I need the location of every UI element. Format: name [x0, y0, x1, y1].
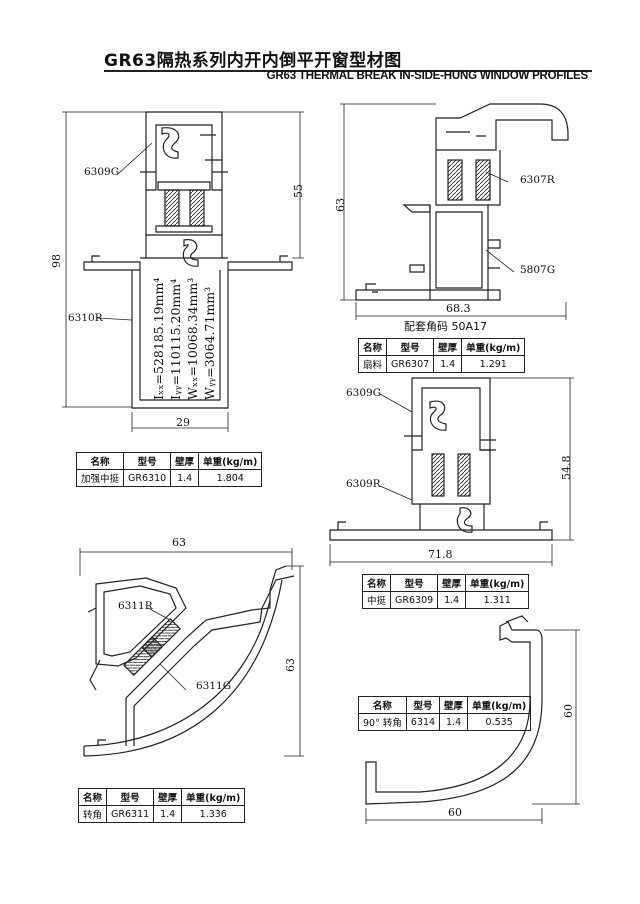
col-name: 名称: [357, 338, 388, 356]
col-thickness: 壁厚: [437, 574, 467, 592]
cell: 加强中挺: [75, 469, 125, 487]
dimension-55: 55: [292, 184, 305, 198]
cell: 1.4: [433, 355, 463, 373]
title-rule: [104, 70, 592, 72]
dimension-lines-6314: [365, 629, 580, 824]
dimension-54-8: 54.8: [560, 455, 573, 481]
col-name: 名称: [75, 452, 125, 470]
label-6310r: 6310R: [68, 312, 103, 324]
cell: 1.4: [439, 713, 469, 731]
cell: 中挺: [361, 591, 392, 609]
col-weight: 单重(kg/m): [461, 338, 526, 356]
dimension-71-8: 71.8: [428, 548, 453, 561]
page-title: GR63隔热系列内开内倒平开窗型材图: [104, 51, 402, 71]
section-properties: Iₓₓ=528185.19mm⁴ Iᵧᵧ=110115.20mm⁴ Wₓₓ=10…: [150, 278, 218, 400]
dimension-68-3: 68.3: [446, 302, 471, 315]
label-6311g: 6311G: [196, 680, 232, 692]
col-thickness: 壁厚: [170, 452, 200, 470]
dimension-lines-mid-right: [329, 377, 574, 566]
label-6311r: 6311R: [118, 600, 153, 612]
cell: 1.311: [465, 591, 530, 609]
col-thickness: 壁厚: [433, 338, 463, 356]
cell: 1.336: [181, 805, 246, 823]
col-model: 型号: [123, 452, 172, 470]
wxx-value: Wₓₓ=10068.34mm³: [185, 277, 200, 400]
label-6307r: 6307R: [520, 174, 555, 186]
col-model: 型号: [405, 696, 441, 714]
col-thickness: 壁厚: [153, 788, 183, 806]
dimension-63-top-right: 63: [334, 198, 347, 212]
cell: 0.535: [467, 713, 532, 731]
dimension-60-width: 60: [448, 806, 462, 819]
label-5807g: 5807G: [520, 264, 556, 276]
cell: GR6307: [386, 355, 435, 373]
col-name: 名称: [361, 574, 392, 592]
cell: GR6309: [390, 591, 439, 609]
label-6309g-top: 6309G: [84, 166, 120, 178]
dimension-60-height: 60: [562, 704, 575, 718]
col-thickness: 壁厚: [439, 696, 469, 714]
cell: 扇料: [357, 355, 388, 373]
cell: 6314: [405, 713, 441, 731]
label-6309g-right: 6309G: [346, 387, 382, 399]
page-subtitle: GR63 THERMAL BREAK IN-SIDE-HUNG WINDOW P…: [266, 70, 589, 82]
wyy-value: Wᵧᵧ=3064.71mm³: [202, 286, 217, 400]
profile-6310-drawing: [83, 111, 293, 409]
cell: 1.4: [170, 469, 200, 487]
ixx-value: Iₓₓ=528185.19mm⁴: [151, 277, 166, 400]
col-name: 名称: [358, 696, 407, 714]
label-6309r: 6309R: [346, 478, 381, 490]
dimension-63-corner-width: 63: [172, 536, 186, 549]
dimension-29: 29: [176, 416, 190, 429]
col-weight: 单重(kg/m): [467, 696, 532, 714]
dimension-lines-top-right: [340, 103, 567, 320]
col-name: 名称: [77, 788, 108, 806]
iyy-value: Iᵧᵧ=110115.20mm⁴: [168, 278, 183, 400]
cell: 1.4: [153, 805, 183, 823]
cell: 1.291: [461, 355, 526, 373]
profile-6311-drawing: [83, 565, 295, 757]
cell: GR6310: [123, 469, 172, 487]
dimension-lines-left: [62, 111, 304, 432]
dimension-63-corner-height: 63: [284, 658, 297, 672]
profile-6307-drawing: [355, 103, 569, 301]
cell: 转角: [77, 805, 108, 823]
dimension-98: 98: [50, 254, 63, 268]
cell: 1.4: [437, 591, 467, 609]
profile-6314-drawing: [365, 615, 543, 805]
dimension-lines-corner: [79, 548, 304, 757]
col-model: 型号: [106, 788, 155, 806]
cell: 1.804: [198, 469, 263, 487]
col-weight: 单重(kg/m): [181, 788, 246, 806]
col-weight: 单重(kg/m): [465, 574, 530, 592]
cell: GR6311: [106, 805, 155, 823]
col-model: 型号: [386, 338, 435, 356]
accessory-caption: 配套角码 50A17: [404, 320, 488, 333]
cell: 90° 转角: [358, 713, 407, 731]
profile-6309-drawing: [329, 377, 553, 541]
col-weight: 单重(kg/m): [198, 452, 263, 470]
col-model: 型号: [390, 574, 439, 592]
